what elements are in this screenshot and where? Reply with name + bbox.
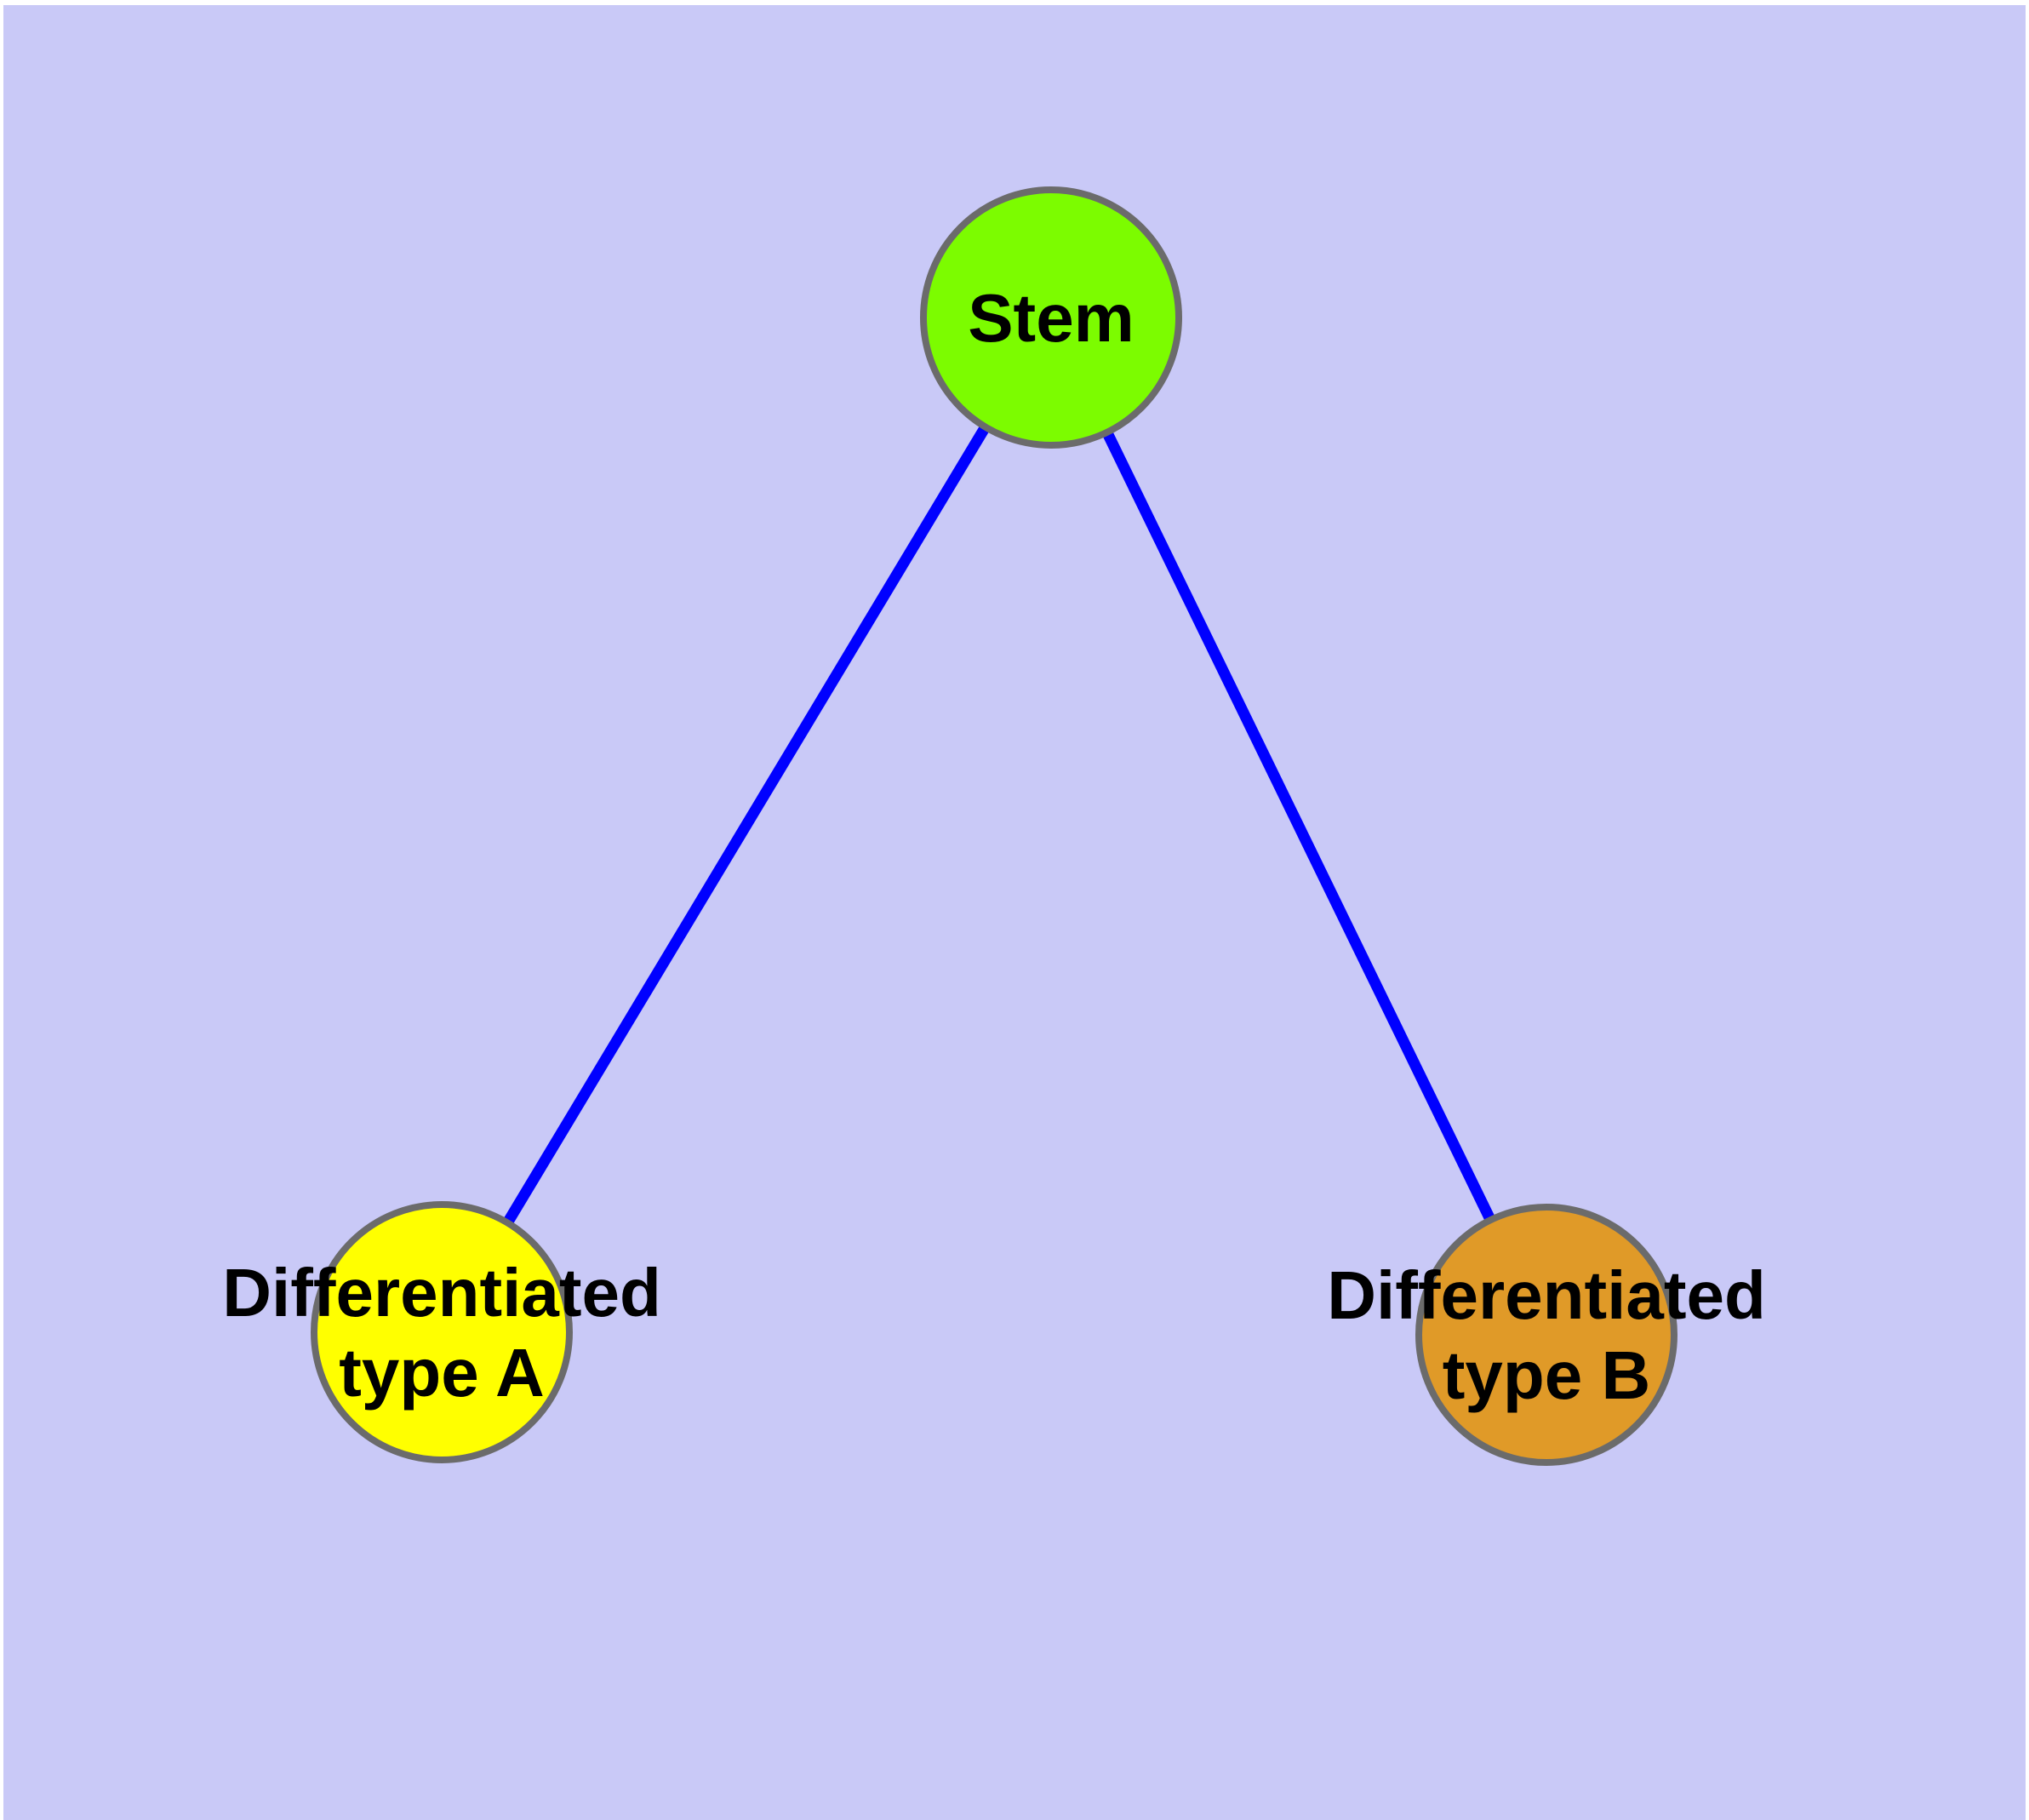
node-label-line: Differentiated — [222, 1255, 661, 1331]
node-label-stem: Stem — [968, 280, 1135, 356]
node-label-line: type A — [339, 1335, 545, 1411]
graph-node-stem[interactable]: Stem — [920, 186, 1182, 449]
node-circle-diff_a[interactable] — [311, 1201, 573, 1463]
node-label-line: Differentiated — [1327, 1257, 1766, 1333]
graph-edge-stem-diff_a[interactable] — [503, 425, 990, 1225]
node-circle-diff_b[interactable] — [1415, 1204, 1677, 1466]
node-label-line: Stem — [968, 280, 1135, 356]
node-label-line: type B — [1443, 1337, 1651, 1413]
edges-group — [503, 425, 1495, 1225]
node-circle-stem[interactable] — [920, 186, 1182, 449]
graph-edge-stem-diff_b[interactable] — [1102, 431, 1495, 1222]
